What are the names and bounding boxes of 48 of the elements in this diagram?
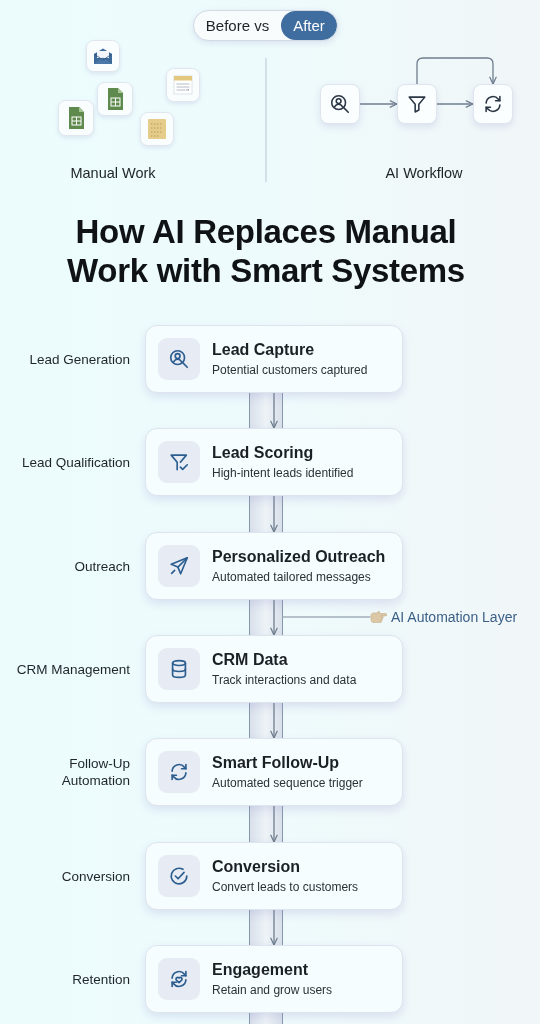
arrow xyxy=(270,702,278,739)
step-title: Lead Capture xyxy=(212,340,316,360)
step-description: Track interactions and data xyxy=(212,673,358,688)
stage-label: Lead Qualification xyxy=(21,453,130,471)
active-toggle-option: After xyxy=(281,11,337,40)
arrow xyxy=(436,100,474,108)
step-card xyxy=(145,532,403,600)
panel-label: AI Workflow xyxy=(384,165,464,181)
callout-label: AI Automation Layer xyxy=(391,608,518,627)
workflow-step-tile xyxy=(320,84,360,124)
stage-label: Conversion xyxy=(61,867,130,885)
step-card xyxy=(145,428,403,496)
step-description: Automated sequence trigger xyxy=(212,776,364,791)
step-card xyxy=(145,945,403,1013)
arrow xyxy=(270,805,278,843)
stage-label: Retention xyxy=(72,970,130,988)
stage-label: CRM Management xyxy=(16,660,130,678)
workflow-step-tile xyxy=(397,84,437,124)
step-description: Retain and grow users xyxy=(212,983,334,998)
step-title: Engagement xyxy=(212,960,309,980)
loop-arrow xyxy=(416,57,497,85)
panel-label: Manual Work xyxy=(69,165,157,181)
step-description: Potential customers captured xyxy=(212,363,369,378)
step-title: Conversion xyxy=(212,857,301,877)
leader-line xyxy=(282,616,371,618)
step-card xyxy=(145,738,403,806)
before-after-toggle xyxy=(193,10,338,41)
step-card xyxy=(145,635,403,703)
step-title: Smart Follow-Up xyxy=(212,753,341,773)
title: How AI Replaces Manual Work with Smart Systems xyxy=(66,212,466,290)
step-title: CRM Data xyxy=(212,650,289,670)
step-card xyxy=(145,325,403,393)
arrow xyxy=(270,392,278,429)
toggle-option: Before vs xyxy=(194,11,281,40)
step-title: Personalized Outreach xyxy=(212,547,387,567)
step-description: Convert leads to customers xyxy=(212,880,360,895)
step-title: Lead Scoring xyxy=(212,443,315,463)
stage-label: Lead Generation xyxy=(29,350,130,368)
arrow xyxy=(270,495,278,533)
stage-label: Outreach xyxy=(74,557,130,575)
arrow xyxy=(359,100,398,108)
step-description: High-intent leads identified xyxy=(212,466,355,481)
arrow xyxy=(270,599,278,636)
workflow-step-tile xyxy=(473,84,513,124)
step-card xyxy=(145,842,403,910)
arrow xyxy=(270,909,278,946)
step-description: Automated tailored messages xyxy=(212,570,372,585)
stage-label: Follow-Up Automation xyxy=(60,755,130,789)
